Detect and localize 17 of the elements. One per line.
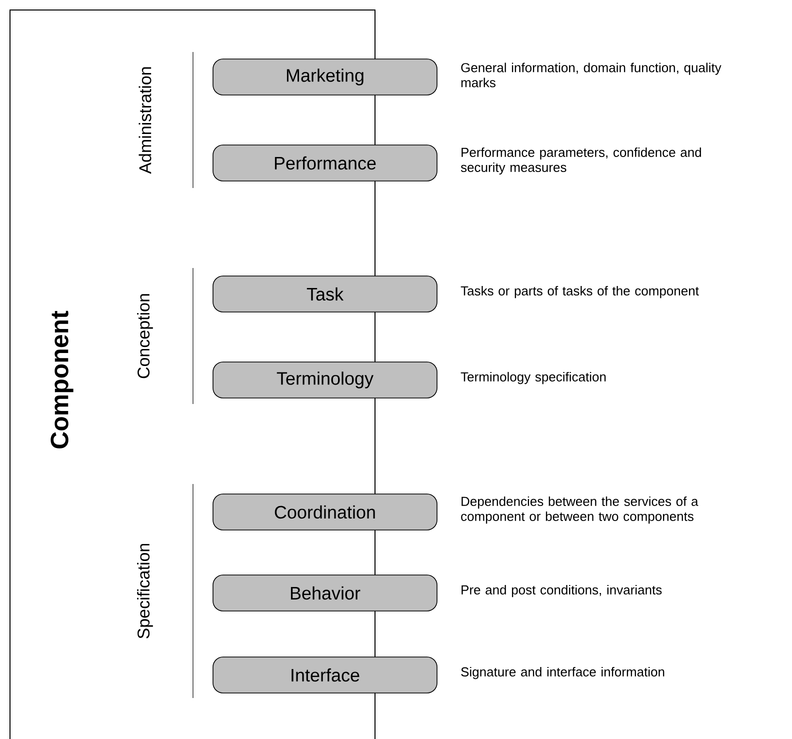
rounded-box: Marketing [212,58,438,96]
description-text: Performance parameters, confidence and security measures [460,147,702,175]
group-label: Administration [138,67,152,174]
group-label: Conception [137,294,153,378]
description-text: General information, domain function, quality marks [461,62,722,88]
rounded-box: Coordination [212,494,438,530]
rounded-box: Performance [212,144,438,182]
group-label: Specification [137,544,153,638]
description-text: Signature and interface information [461,666,664,680]
rounded-box: Task [212,276,438,312]
description-text: Dependencies between the services of a component or between two components [461,496,698,524]
description-text: Terminology specification [460,372,606,384]
rounded-box: Interface [212,656,438,694]
description-text: Tasks or parts of tasks of the component [460,286,699,298]
rounded-box: Behavior [212,574,438,612]
description-text: Pre and post conditions, invariants [462,584,662,598]
rounded-box: Terminology [212,362,438,398]
